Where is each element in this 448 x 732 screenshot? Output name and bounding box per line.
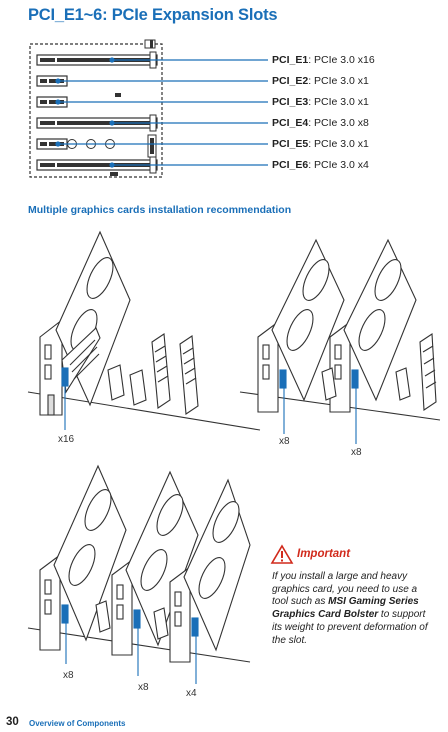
important-title: Important <box>297 548 351 560</box>
lane-label-single: x16 <box>58 434 75 445</box>
lane-label-triple-2: x8 <box>138 682 149 693</box>
important-note: If you install a large and heavy graphic… <box>272 571 428 646</box>
triple-card-illustration <box>27 464 251 684</box>
slot-label-pci-e6: PCI_E6: PCIe 3.0 x4 <box>272 159 369 171</box>
lane-label-dual-1: x8 <box>279 436 290 447</box>
slot-pci-e6 <box>36 156 158 176</box>
single-card-illustration <box>27 230 261 431</box>
slot-label-pci-e2: PCI_E2: PCIe 3.0 x1 <box>272 75 369 87</box>
slot-label-pci-e1: PCI_E1: PCIe 3.0 x16 <box>272 54 375 66</box>
slot-label-pci-e5: PCI_E5: PCIe 3.0 x1 <box>272 138 369 150</box>
lane-label-triple-1: x8 <box>63 670 74 681</box>
lane-label-dual-2: x8 <box>351 447 362 458</box>
warning-icon <box>270 544 294 564</box>
slot-label-pci-e4: PCI_E4: PCIe 3.0 x8 <box>272 117 369 129</box>
page-number: 30 <box>6 716 19 728</box>
page-title: PCI_E1~6: PCIe Expansion Slots <box>28 6 278 24</box>
section-heading: Multiple graphics cards installation rec… <box>28 204 292 216</box>
slot-leader-lines <box>55 57 268 168</box>
footer-section-title: Overview of Components <box>29 719 126 728</box>
lane-label-triple-3: x4 <box>186 688 197 699</box>
slot-pci-e5 <box>36 134 157 158</box>
slot-label-pci-e3: PCI_E3: PCIe 3.0 x1 <box>272 96 369 108</box>
dual-card-illustration <box>239 238 441 444</box>
